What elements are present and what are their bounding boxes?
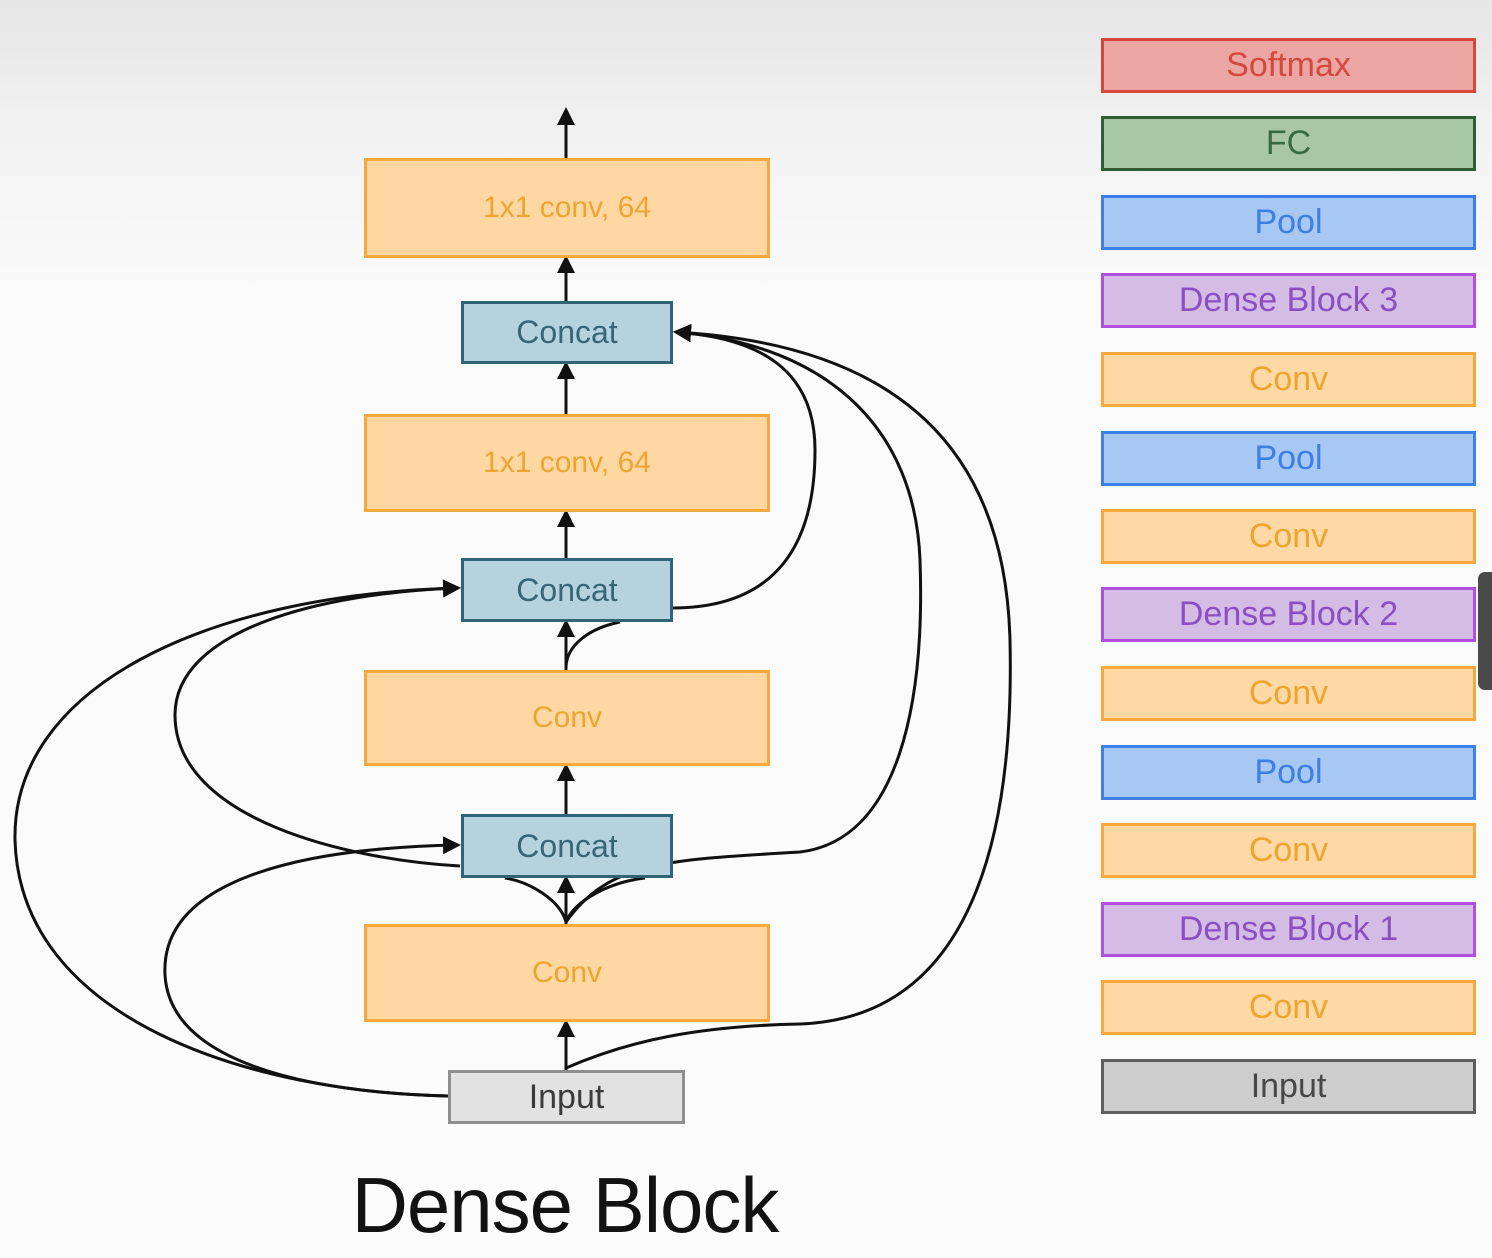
stack-dense-block-1: Dense Block 1	[1101, 902, 1476, 957]
conv-low-label: Conv	[531, 956, 603, 989]
skip-concat-mid-to-concat-top	[671, 324, 817, 610]
side-scroll-handle[interactable]	[1478, 572, 1492, 690]
stack-input-label: Input	[1250, 1067, 1327, 1105]
conv1x1-top-label: 1x1 conv, 64	[483, 191, 651, 224]
skip-input-to-concat-mid	[13, 579, 461, 1098]
stack-conv-3-label: Conv	[1248, 517, 1329, 555]
stack-conv-3: Conv	[1101, 509, 1476, 564]
conv-low-box: Conv	[364, 924, 770, 1022]
merge-conv-low-to-concat-low-left	[504, 876, 568, 923]
merge-conv-mid-to-concat-mid	[564, 620, 621, 669]
stack-dense-block-2-label: Dense Block 2	[1178, 595, 1399, 633]
skip-input-to-concat-top	[565, 323, 1012, 1070]
stack-conv-4: Conv	[1101, 352, 1476, 407]
concat-top-label: Concat	[516, 314, 618, 350]
conv-mid-label: Conv	[531, 701, 603, 734]
conv1x1-top-box: 1x1 conv, 64	[364, 158, 770, 258]
stack-fc: FC	[1101, 116, 1476, 171]
stack-conv-2: Conv	[1101, 666, 1476, 721]
concat-low-box: Concat	[461, 814, 673, 878]
concat-top-box: Concat	[461, 301, 673, 364]
stack-conv-0-label: Conv	[1248, 988, 1329, 1026]
input-label: Input	[528, 1077, 605, 1116]
conv1x1-mid-label: 1x1 conv, 64	[483, 446, 651, 479]
stack-pool-1: Pool	[1101, 745, 1476, 800]
stack-conv-2-label: Conv	[1248, 674, 1329, 712]
stack-pool-3: Pool	[1101, 195, 1476, 250]
stack-dense-block-3: Dense Block 3	[1101, 273, 1476, 328]
stack-pool-2-label: Pool	[1254, 439, 1323, 477]
concat-low-label: Concat	[516, 827, 618, 864]
conv1x1-mid-box: 1x1 conv, 64	[364, 414, 770, 512]
stack-dense-block-2: Dense Block 2	[1101, 587, 1476, 642]
stack-pool-2: Pool	[1101, 431, 1476, 486]
stack-conv-1: Conv	[1101, 823, 1476, 878]
stack-fc-label: FC	[1265, 124, 1312, 162]
stack-dense-block-3-label: Dense Block 3	[1178, 281, 1399, 319]
stack-pool-3-label: Pool	[1254, 203, 1323, 241]
dense-block-title: Dense Block	[351, 1161, 780, 1249]
concat-mid-label: Concat	[516, 571, 618, 608]
stack-input: Input	[1101, 1059, 1476, 1114]
conv-mid-box: Conv	[364, 670, 770, 766]
stack-conv-0: Conv	[1101, 980, 1476, 1035]
input-box: Input	[448, 1070, 685, 1124]
stack-softmax-label: Softmax	[1226, 46, 1351, 84]
skip-concat-low-to-concat-mid	[173, 579, 461, 868]
concat-mid-box: Concat	[461, 558, 673, 622]
stack-dense-block-1-label: Dense Block 1	[1178, 910, 1399, 948]
stack-conv-4-label: Conv	[1248, 360, 1329, 398]
stack-softmax: Softmax	[1101, 38, 1476, 93]
stack-pool-1-label: Pool	[1254, 753, 1323, 791]
stack-conv-1-label: Conv	[1248, 831, 1329, 869]
